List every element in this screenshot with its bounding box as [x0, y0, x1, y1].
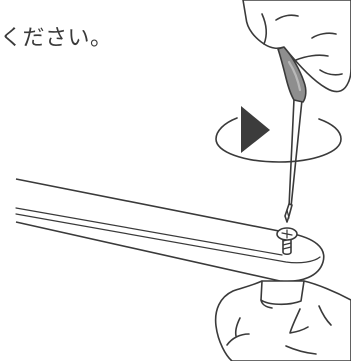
screw	[276, 227, 298, 256]
rotation-arrow-icon	[215, 106, 342, 163]
hand-top	[242, 0, 351, 93]
screwdriver	[277, 46, 307, 223]
hand-bottom	[214, 280, 351, 361]
instruction-text: ください。	[0, 26, 113, 51]
bracket-bar	[15, 178, 325, 283]
